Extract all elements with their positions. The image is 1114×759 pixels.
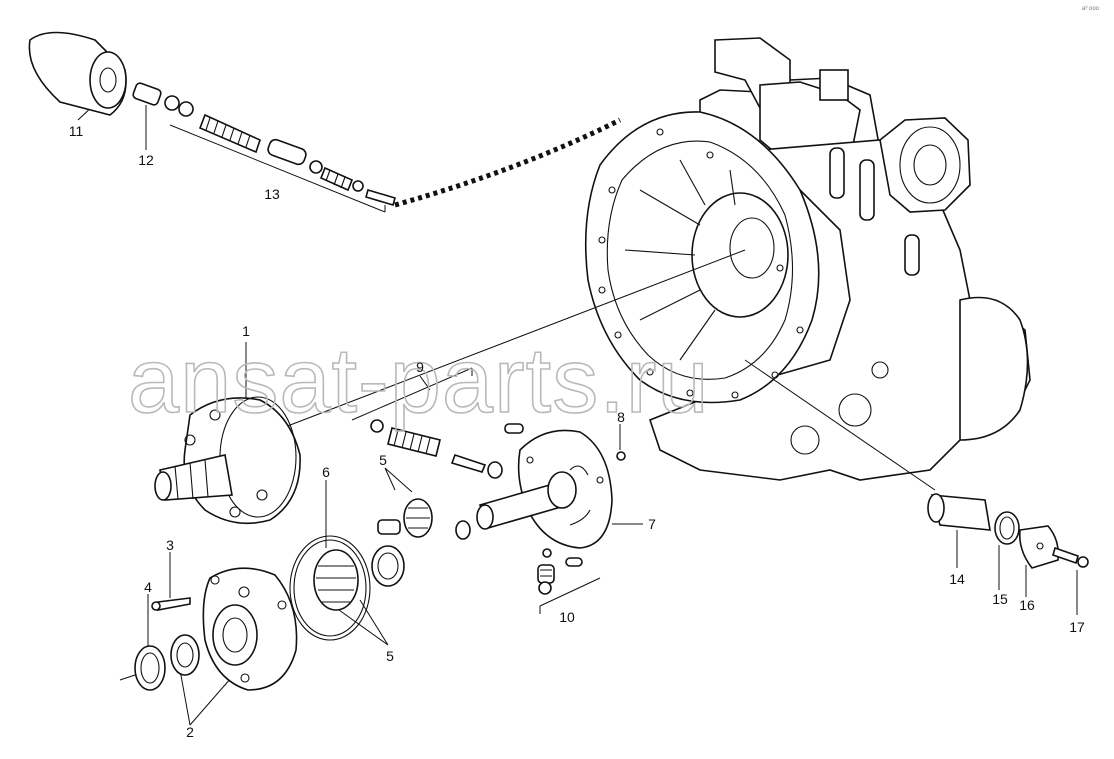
callout-1: 1: [242, 323, 250, 339]
callout-9: 9: [416, 359, 424, 375]
cover-plate: [1018, 525, 1060, 569]
bolt: [151, 597, 191, 611]
callout-12: 12: [138, 152, 154, 168]
pump-housing: [170, 567, 298, 691]
watermark-text: ansat-parts.ru: [128, 330, 710, 432]
callout-14: 14: [949, 571, 965, 587]
small-screw: [616, 451, 626, 461]
callout-11: 11: [69, 123, 84, 139]
callout-5-lower: 5: [386, 648, 394, 664]
callout-13: 13: [264, 186, 280, 202]
pump-gear-small: [377, 498, 433, 538]
callout-16: 16: [1019, 597, 1035, 613]
o-ring: [289, 535, 371, 641]
pump-assembly: [154, 396, 301, 525]
callout-17: 17: [1069, 619, 1085, 635]
callout-8: 8: [617, 409, 625, 425]
callout-7: 7: [648, 516, 656, 532]
cover-bolt: [1052, 546, 1089, 568]
corner-mark: a³ ooo: [1082, 6, 1100, 12]
callout-4: 4: [144, 579, 152, 595]
callout-10: 10: [559, 609, 575, 625]
relief-valve-assembly: [132, 82, 396, 206]
callout-labels: 1 2 3 4 5 5 6 7 8 9 10 11 12 13 14 15 16…: [69, 123, 1085, 740]
oil-filter: [28, 31, 127, 116]
plug-set: [537, 548, 583, 595]
transmission-housing: [584, 37, 1031, 481]
sleeve: [927, 493, 991, 531]
callout-6: 6: [322, 464, 330, 480]
pump-cover: [455, 429, 613, 549]
snap-ring: [994, 511, 1020, 545]
leader-lines: [77, 103, 1078, 726]
valve-set: [370, 419, 524, 479]
callout-5-upper: 5: [379, 452, 387, 468]
callout-3: 3: [166, 537, 174, 553]
callout-15: 15: [992, 591, 1008, 607]
callout-2: 2: [186, 724, 194, 740]
pump-gear-large: [313, 549, 359, 611]
bearing-sleeve: [371, 545, 405, 587]
seal-ring: [134, 645, 166, 691]
